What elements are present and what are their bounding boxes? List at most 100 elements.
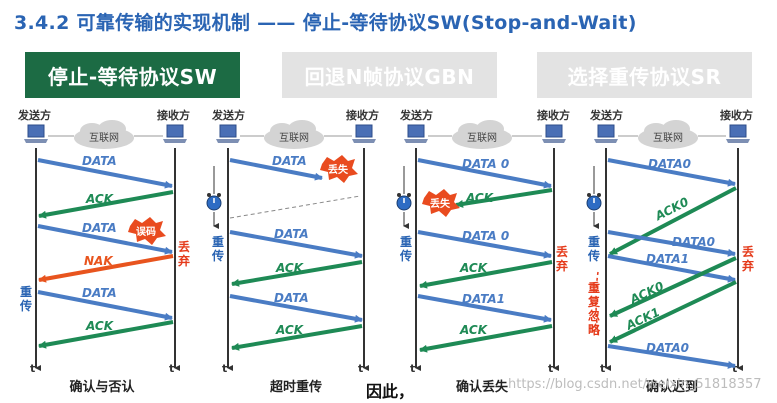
sender-laptop-icon xyxy=(594,124,618,143)
side-label: 重传 xyxy=(211,234,224,263)
data-arrow xyxy=(37,290,173,321)
receiver-laptop-icon xyxy=(726,124,750,143)
cloud-icon xyxy=(264,120,324,149)
receiver-label: 接收方 xyxy=(720,108,753,122)
timer-icon xyxy=(586,193,602,211)
data-arrow xyxy=(607,158,736,187)
data-arrow xyxy=(607,344,736,369)
ack-arrow xyxy=(455,188,553,208)
panel-caption: 确认与否认 xyxy=(69,379,135,395)
video-subtitle: 因此， xyxy=(364,378,417,402)
data-arrow xyxy=(417,158,552,189)
timeout-line xyxy=(229,195,361,219)
receiver-laptop-icon xyxy=(352,124,376,143)
cloud-icon xyxy=(638,120,698,149)
panel-caption: 确认丢失 xyxy=(456,379,509,395)
receiver-label: 接收方 xyxy=(537,108,570,122)
svg-text:误码: 误码 xyxy=(136,225,156,238)
message-label: ACK xyxy=(275,261,305,275)
ack-arrow xyxy=(609,186,737,256)
message-label: DATA0 xyxy=(646,341,689,355)
message-label: DATA0 xyxy=(672,235,715,249)
receiver-laptop-icon xyxy=(163,124,187,143)
sender-laptop-icon xyxy=(24,124,48,143)
message-label: ACK xyxy=(85,319,115,333)
receiver-laptop-icon xyxy=(542,124,566,143)
tab-stop-and-wait[interactable]: 停止-等待协议SW xyxy=(25,52,240,98)
receiver-label: 接收方 xyxy=(157,108,190,122)
data-arrow xyxy=(607,230,736,257)
lost-badge: 丢失 xyxy=(422,189,460,217)
timer-icon xyxy=(396,193,412,211)
lost-badge: 丢失 xyxy=(320,155,358,183)
sender-label: 发送方 xyxy=(211,108,245,122)
message-label: DATA0 xyxy=(648,157,691,171)
ack-arrow xyxy=(38,320,174,349)
cloud-label: 互联网 xyxy=(279,132,309,144)
time-label: t xyxy=(358,362,363,375)
ack-arrow xyxy=(419,260,553,289)
tab-go-back-n[interactable]: 回退N帧协议GBN xyxy=(282,52,497,98)
message-label: DATA xyxy=(274,291,309,305)
message-label: ACK xyxy=(459,261,489,275)
cloud-label: 互联网 xyxy=(89,132,119,144)
panel-ack-late: 发送方 接收方 互联网 t t DATA0 xyxy=(586,108,754,395)
sender-laptop-icon xyxy=(216,124,240,143)
watermark: https://blog.csdn.net/weixin_51818357 xyxy=(508,377,762,392)
ack-arrow xyxy=(231,324,363,351)
data-arrow xyxy=(417,230,552,259)
ack-arrow xyxy=(609,280,737,344)
data-arrow xyxy=(607,254,736,283)
message-label: DATA xyxy=(82,286,117,300)
svg-text:丢失: 丢失 xyxy=(430,197,451,210)
message-label: ACK xyxy=(465,191,495,205)
panel-ack-lost: 发送方 接收方 互联网 t t DATA 0 ACK 丢失 xyxy=(396,108,570,395)
time-label: t xyxy=(410,362,415,375)
nak-arrow xyxy=(38,254,174,283)
message-label: DATA xyxy=(272,154,307,168)
message-label: DATA1 xyxy=(462,292,505,306)
error-badge: 误码 xyxy=(128,217,166,245)
message-label: ACK xyxy=(85,192,115,206)
panel-caption: 超时重传 xyxy=(270,379,322,395)
data-arrow xyxy=(37,224,173,255)
data-arrow xyxy=(229,158,323,181)
sender-label: 发送方 xyxy=(17,108,51,122)
ack-arrow xyxy=(38,190,174,219)
time-label: t xyxy=(222,362,227,375)
data-arrow xyxy=(229,230,363,259)
ack-arrow xyxy=(609,256,737,318)
side-label: 丢弃 xyxy=(178,239,190,268)
message-label: DATA xyxy=(274,227,309,241)
side-label: 丢弃 xyxy=(556,244,568,273)
cloud-label: 互联网 xyxy=(467,132,497,144)
ack-arrow xyxy=(419,324,553,353)
time-label: t xyxy=(548,362,553,375)
cloud-label: 互联网 xyxy=(653,132,683,144)
panel-timeout: 发送方 接收方 互联网 t t DATA 丢失 xyxy=(206,108,379,395)
message-label: ACK xyxy=(275,323,305,337)
panel-caption: 确认迟到 xyxy=(646,379,698,395)
ack-arrow xyxy=(231,260,363,287)
time-label: t xyxy=(30,362,35,375)
message-label: DATA 0 xyxy=(462,229,509,243)
data-arrow xyxy=(37,158,173,189)
cloud-icon xyxy=(452,120,512,149)
message-label: DATA xyxy=(82,154,117,168)
panel-ack-nak: 发送方 接收方 互联网 t t DATA ACK DATA 误码 xyxy=(17,108,190,395)
side-label: 重传 xyxy=(587,234,600,263)
svg-text:丢失: 丢失 xyxy=(328,163,349,176)
sender-laptop-icon xyxy=(404,124,428,143)
side-label: 重传 xyxy=(19,284,32,313)
message-label: ACK0 xyxy=(652,195,691,224)
side-label: 重复忽略 xyxy=(587,280,601,337)
message-label: ACK0 xyxy=(627,279,666,307)
sender-label: 发送方 xyxy=(399,108,433,122)
tab-selective-repeat[interactable]: 选择重传协议SR xyxy=(537,52,752,98)
page-title: 3.4.2 可靠传输的实现机制 —— 停止-等待协议SW(Stop-and-Wa… xyxy=(14,12,637,34)
message-label: DATA xyxy=(82,221,117,235)
data-arrow xyxy=(229,294,363,323)
side-label: 丢弃 xyxy=(742,244,754,273)
message-label: DATA1 xyxy=(646,252,689,266)
